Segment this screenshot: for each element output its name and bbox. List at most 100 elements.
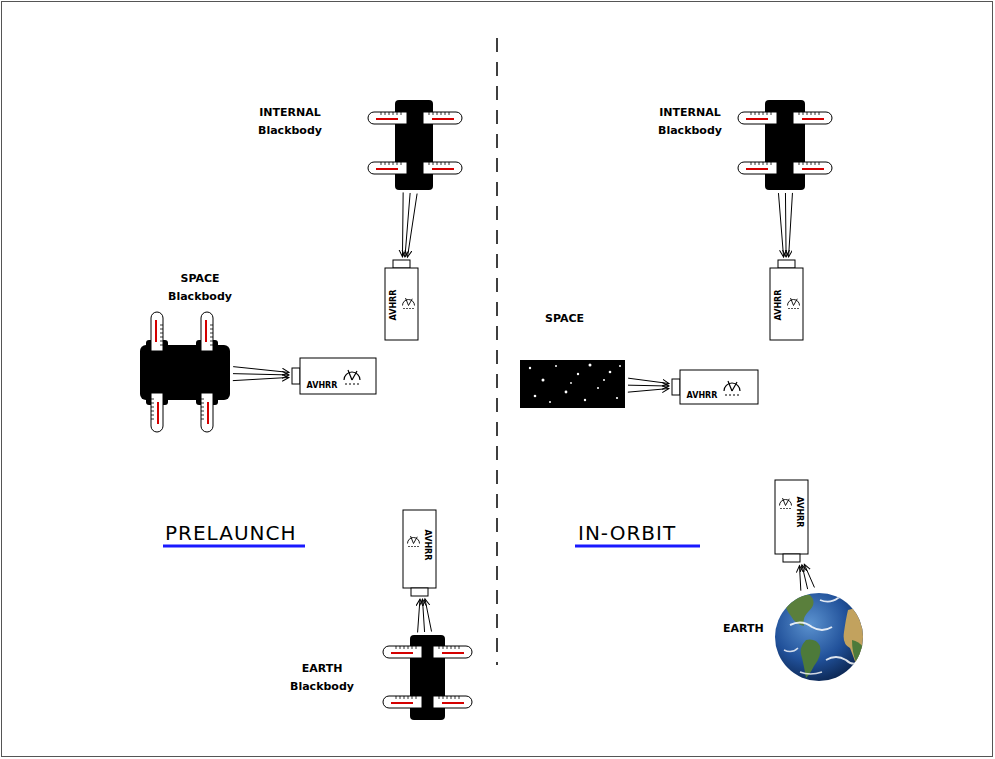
instrument-body bbox=[770, 268, 803, 340]
blackbody-label: INTERNAL Blackbody bbox=[650, 104, 730, 140]
instrument-label: AVHRR bbox=[687, 392, 718, 400]
internal-blackbody: INTERNAL Blackbody bbox=[765, 100, 805, 190]
radiation-arrows bbox=[402, 192, 417, 257]
instrument-label: AVHRR bbox=[390, 290, 398, 321]
avhrr-instrument: AVHRR bbox=[775, 480, 808, 562]
divider-line bbox=[496, 38, 498, 665]
earth-globe bbox=[775, 593, 870, 681]
radiation-arrows bbox=[418, 599, 432, 633]
radiation-arrows bbox=[628, 378, 669, 392]
radiation-arrows bbox=[778, 193, 792, 257]
avhrr-instrument: AVHRR bbox=[292, 358, 376, 394]
radiation-ray bbox=[628, 385, 669, 387]
instrument-dial bbox=[344, 370, 360, 384]
thermometer bbox=[738, 162, 777, 174]
instrument-dial bbox=[408, 536, 420, 547]
thermometer bbox=[201, 393, 213, 432]
instrument-body bbox=[775, 480, 808, 554]
avhrr-instrument: AVHRR bbox=[403, 510, 436, 596]
avhrr-instrument: AVHRR bbox=[672, 370, 758, 404]
globe-land bbox=[784, 594, 870, 678]
thermometer bbox=[201, 312, 213, 351]
radiation-ray bbox=[804, 564, 814, 587]
instrument-body bbox=[680, 370, 758, 404]
instrument-lens bbox=[672, 379, 680, 395]
instrument-body bbox=[385, 268, 418, 340]
instrument-dial bbox=[403, 298, 415, 309]
avhrr-figure bbox=[385, 260, 418, 340]
instrument-dial bbox=[788, 298, 800, 309]
thermometer bbox=[423, 162, 462, 174]
avhrr-figure bbox=[403, 510, 436, 596]
internal-blackbody: INTERNAL Blackbody bbox=[395, 100, 433, 190]
radiation-ray bbox=[802, 565, 808, 589]
radiation-ray bbox=[422, 599, 424, 632]
instrument-label: AVHRR bbox=[775, 290, 783, 321]
radiation-arrows bbox=[799, 564, 814, 590]
instrument-label: AVHRR bbox=[423, 530, 431, 561]
space-background bbox=[520, 360, 625, 408]
space-field bbox=[520, 360, 625, 408]
blackbody-label: INTERNAL Blackbody bbox=[250, 104, 330, 140]
earth-target: EARTH bbox=[770, 592, 868, 682]
thermometer bbox=[368, 112, 407, 124]
instrument-lens bbox=[393, 260, 410, 268]
instrument-lens bbox=[292, 368, 300, 384]
instrument-lens bbox=[783, 554, 800, 562]
instrument-body bbox=[300, 358, 376, 394]
thermometer bbox=[793, 112, 832, 124]
blackbody-figure bbox=[140, 312, 230, 432]
radiation-arrows bbox=[233, 367, 289, 381]
target-label: EARTH bbox=[723, 620, 764, 638]
blackbody-label: SPACE Blackbody bbox=[160, 270, 240, 306]
instrument-dial bbox=[724, 381, 740, 395]
radiation-ray bbox=[233, 377, 289, 380]
thermometer bbox=[383, 646, 422, 658]
thermometer bbox=[368, 162, 407, 174]
thermometer bbox=[793, 162, 832, 174]
thermometer bbox=[433, 646, 472, 658]
radiation-ray bbox=[418, 599, 420, 632]
blackbody-figure bbox=[738, 100, 832, 190]
avhrr-instrument: AVHRR bbox=[770, 260, 803, 340]
blackbody-figure bbox=[383, 635, 472, 720]
radiation-ray bbox=[785, 193, 787, 257]
avhrr-figure bbox=[672, 370, 758, 404]
thermometer bbox=[423, 112, 462, 124]
thermometer bbox=[151, 393, 163, 432]
avhrr-figure bbox=[775, 480, 808, 562]
blackbody-label: EARTH Blackbody bbox=[282, 660, 362, 696]
radiation-ray bbox=[425, 599, 432, 632]
instrument-body bbox=[403, 510, 436, 588]
radiation-ray bbox=[233, 374, 289, 375]
target-label: SPACE bbox=[545, 310, 584, 328]
radiation-ray bbox=[233, 367, 289, 373]
thermometer bbox=[738, 112, 777, 124]
radiation-ray bbox=[778, 193, 783, 257]
star-dots bbox=[529, 364, 621, 404]
thermometer bbox=[383, 696, 422, 708]
space-blackbody: SPACE Blackbody bbox=[140, 345, 230, 400]
avhrr-figure bbox=[292, 358, 376, 394]
instrument-label: AVHRR bbox=[795, 497, 803, 528]
radiation-ray bbox=[628, 378, 669, 383]
space-target: SPACE bbox=[520, 360, 625, 408]
instrument-dial bbox=[780, 498, 792, 509]
instrument-label: AVHRR bbox=[307, 382, 338, 390]
avhrr-figure bbox=[770, 260, 803, 340]
instrument-lens bbox=[411, 588, 428, 596]
radiation-ray bbox=[628, 389, 669, 393]
radiation-ray bbox=[405, 193, 410, 257]
phase-heading: PRELAUNCH bbox=[165, 521, 296, 545]
radiation-ray bbox=[402, 192, 404, 256]
radiation-ray bbox=[789, 193, 793, 257]
instrument-lens bbox=[778, 260, 795, 268]
thermometer bbox=[151, 312, 163, 351]
avhrr-instrument: AVHRR bbox=[385, 260, 418, 340]
thermometer bbox=[433, 696, 472, 708]
